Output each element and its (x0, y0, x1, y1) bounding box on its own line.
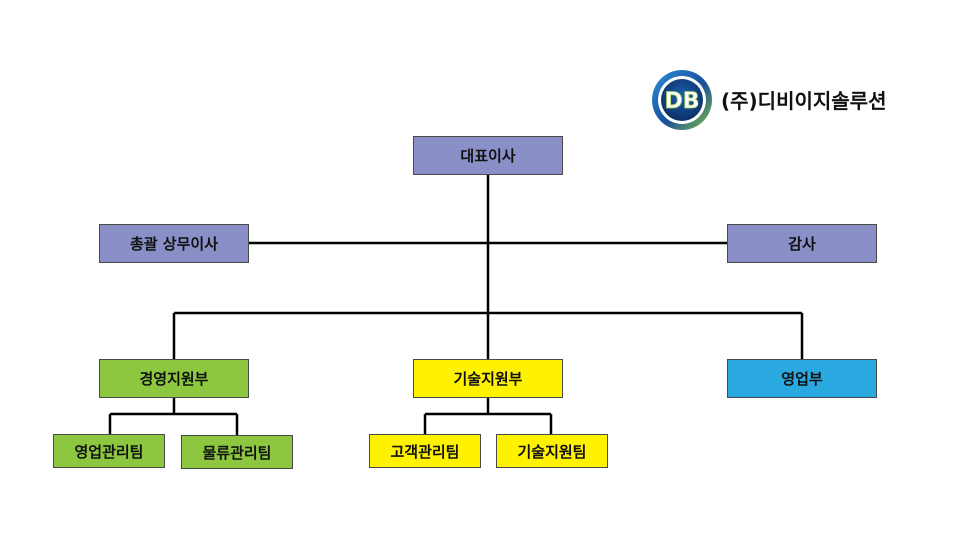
tech-support-team-box: 기술지원팀 (496, 434, 608, 468)
tech-support-dept-box: 기술지원부 (413, 359, 563, 398)
sales-mgmt-team-box: 영업관리팀 (53, 434, 165, 468)
db-logo-icon: DB (652, 70, 712, 130)
ceo-box: 대표이사 (413, 136, 563, 175)
company-logo: DB (주)디비이지솔루션 (651, 69, 911, 131)
logistics-team-box: 물류관리팀 (181, 435, 293, 469)
customer-team-box: 고객관리팀 (369, 434, 481, 468)
management-support-dept-box: 경영지원부 (99, 359, 249, 398)
managing-director-box: 총괄 상무이사 (99, 224, 249, 263)
audit-box: 감사 (727, 224, 877, 263)
company-name: (주)디비이지솔루션 (721, 89, 887, 113)
logo-mark-text: DB (664, 89, 699, 114)
sales-dept-box: 영업부 (727, 359, 877, 398)
